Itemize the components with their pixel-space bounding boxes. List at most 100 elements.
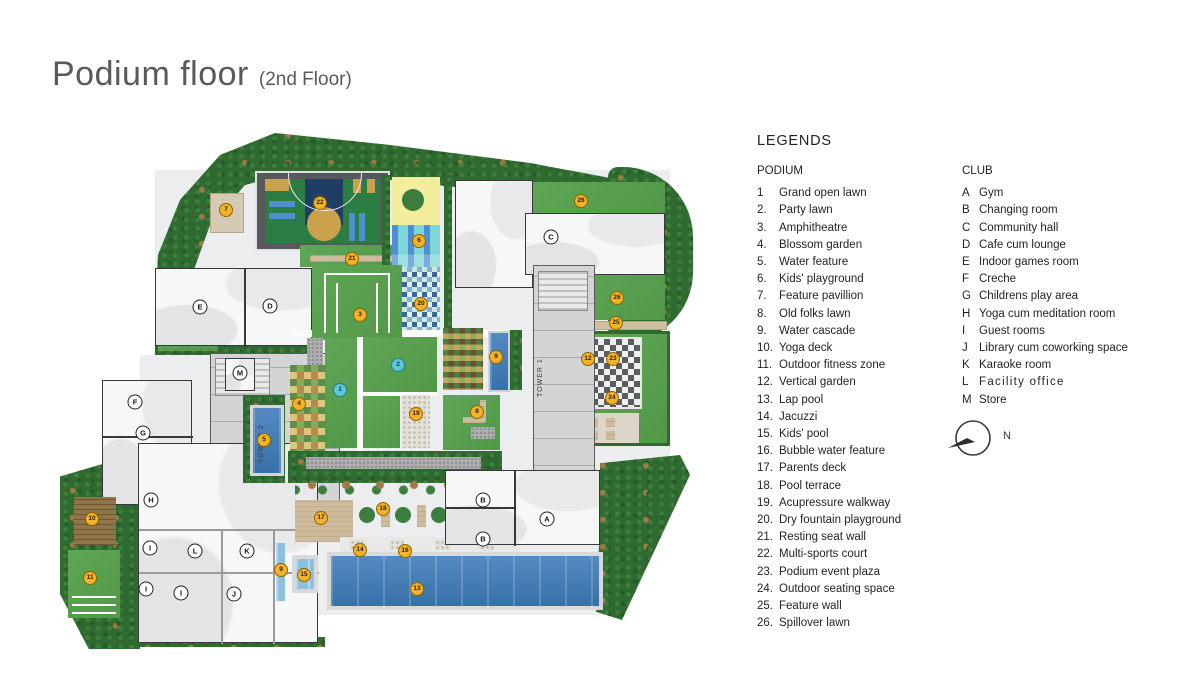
legend-item: 24.Outdoor seating space: [757, 582, 895, 595]
plan-marker-I1: I: [142, 540, 158, 556]
gravel-strip: [306, 457, 481, 469]
court-blue-stripe: [359, 213, 365, 241]
wall-divider: [514, 471, 516, 546]
tower-1-stairs: [538, 271, 588, 311]
fitness-lane-line: [72, 604, 116, 606]
legend-item: 12.Vertical garden: [757, 376, 856, 389]
shrub: [395, 507, 411, 523]
plan-marker-E: E: [192, 299, 208, 315]
legend-item: 20.Dry fountain playground: [757, 514, 902, 527]
plan-marker-J: J: [226, 586, 242, 602]
outdoor-fitness-zone: [68, 550, 120, 618]
plan-marker-H: H: [143, 492, 159, 508]
plan-marker-G: G: [135, 425, 151, 441]
fitness-lane-line: [72, 596, 116, 598]
legend-heading: LEGENDS: [757, 133, 832, 149]
plan-marker-M: M: [232, 365, 248, 381]
amphitheatre-tier-line: [336, 283, 338, 333]
plan-marker-4: 4: [292, 397, 306, 411]
bubble-water-feature: [435, 540, 449, 550]
plan-marker-18: 18: [376, 502, 390, 516]
legend-item: 23.Podium event plaza: [757, 565, 881, 578]
walkway: [357, 337, 363, 452]
plan-marker-11: 11: [83, 571, 97, 585]
legend-item: 2.Party lawn: [757, 204, 833, 217]
wall-divider: [221, 529, 223, 644]
hedge-row: [155, 346, 312, 355]
legend-item: 8.Old folks lawn: [757, 307, 851, 320]
lap-pool: [327, 552, 603, 610]
court-blue-stripe: [269, 213, 295, 219]
legend-item: 15.Kids' pool: [757, 428, 829, 441]
plan-marker-25: 25: [609, 316, 623, 330]
walkway: [363, 392, 437, 396]
plan-marker-13: 13: [410, 582, 424, 596]
plan-marker-I2: I: [138, 581, 154, 597]
wall-divider: [139, 529, 319, 531]
legend-item: 13.Lap pool: [757, 393, 824, 406]
legend-item: 21.Resting seat wall: [757, 531, 866, 544]
compass-icon: [948, 420, 997, 456]
jacuzzi: [390, 540, 404, 550]
plan-marker-2: 2: [391, 358, 405, 372]
site-plan: TOWER 1 TOWER 2: [60, 125, 693, 649]
legend-item: 18.Pool terrace: [757, 479, 842, 492]
plan-marker-22: 22: [313, 196, 327, 210]
legend-item: 17.Parents deck: [757, 462, 847, 475]
amphitheatre-tier-line: [324, 273, 390, 275]
legend-item: 11.Outdoor fitness zone: [757, 359, 886, 372]
plan-marker-C: C: [543, 229, 559, 245]
plan-marker-L: L: [187, 543, 203, 559]
bench: [463, 417, 485, 423]
plan-marker-3: 3: [353, 308, 367, 322]
legend-item: 3.Amphitheatre: [757, 221, 848, 234]
legend-item: 5.Water feature: [757, 256, 849, 269]
court-blue-stripe: [269, 201, 295, 207]
plan-marker-15: 15: [297, 568, 311, 582]
legend-item: 9.Water cascade: [757, 324, 856, 337]
lounger: [381, 505, 390, 527]
title-main: Podium floor: [52, 55, 249, 93]
legend-item: 26.Spillover lawn: [757, 617, 850, 630]
plan-marker-1: 1: [333, 383, 347, 397]
plan-marker-12: 12: [581, 352, 595, 366]
legend-item: 7.Feature pavillion: [757, 290, 864, 303]
court-blue-stripe: [349, 213, 355, 241]
plan-marker-6: 6: [412, 234, 426, 248]
perimeter-hedge-bottom-right: [596, 455, 690, 620]
legend-item: 25.Feature wall: [757, 600, 842, 613]
parents-deck: [295, 500, 353, 542]
plan-marker-24: 24: [605, 391, 619, 405]
plan-marker-7: 7: [219, 203, 233, 217]
plan-marker-9: 9: [489, 350, 503, 364]
building-gym-changing: [445, 470, 600, 546]
plan-marker-A: A: [539, 511, 555, 527]
legend-item: 14.Jacuzzi: [757, 410, 818, 423]
mulch-patch: [307, 338, 323, 372]
wall-divider: [273, 529, 275, 644]
tower-1-label: TOWER 1: [537, 358, 544, 397]
multi-sports-court: [255, 171, 390, 251]
compass-north-label: N: [1003, 430, 1011, 442]
plan-marker-8: 8: [470, 405, 484, 419]
lounger: [417, 505, 426, 527]
amphitheatre-tier-line: [376, 283, 378, 333]
legend-item: 16.Bubble water feature: [757, 445, 886, 458]
legend-item: 4.Blossom garden: [757, 238, 863, 251]
old-folks-lawn: [443, 395, 500, 450]
kids-pool: [292, 555, 318, 593]
plan-marker-B2: B: [475, 531, 491, 547]
legend-item: 19.Acupressure walkway: [757, 496, 891, 509]
shrub: [431, 507, 447, 523]
tree: [402, 189, 424, 211]
hedge-column: [382, 175, 390, 335]
plan-marker-I3: I: [173, 585, 189, 601]
